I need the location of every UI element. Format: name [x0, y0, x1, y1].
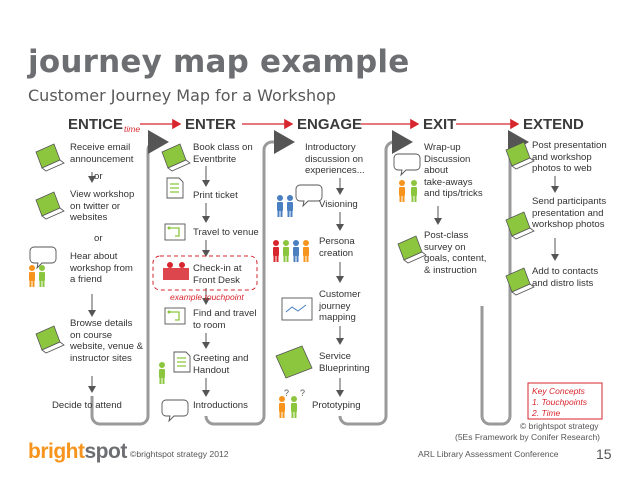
person-icon-3 [159, 362, 165, 384]
handout-icon [173, 351, 191, 373]
person-icon-8 [293, 240, 299, 262]
step-travel: Travel to venue [193, 227, 259, 238]
person-icon-4 [277, 195, 283, 217]
person-icon-5 [287, 195, 293, 217]
footer-conference: ARL Library Assessment Conference [418, 449, 559, 459]
person-icon-11 [291, 396, 297, 418]
laptop-icon [35, 143, 65, 172]
person-icon-2 [39, 265, 45, 287]
svg-text:?: ? [300, 388, 305, 398]
stage-entice: ENTICE [68, 116, 124, 133]
key-concept-1: 1. Touchpoints [532, 397, 587, 407]
laptop-icon-4 [161, 143, 191, 172]
footer-copyright: ©brightspot strategy 2012 [130, 449, 229, 459]
svg-text:?: ? [284, 388, 289, 398]
or-label: or [94, 171, 103, 182]
step-find-room: Find and travel to room [193, 308, 257, 331]
step-visioning: Visioning [319, 199, 358, 210]
step-introductions: Introductions [193, 400, 248, 411]
speech-bubble-icon [29, 246, 57, 269]
key-concepts-box [527, 382, 603, 420]
page-number: 15 [596, 446, 612, 462]
brightspot-logo: brightspot [28, 440, 127, 463]
key-concept-2: 2. Time [532, 408, 561, 418]
stage-enter: ENTER [185, 116, 236, 133]
person-icon [29, 265, 35, 287]
step-checkin: Check-in at Front Desk [193, 263, 242, 286]
laptop-icon-3 [35, 325, 65, 354]
step-browse-details: Browse details on course website, venue … [70, 318, 144, 364]
page-subtitle: Customer Journey Map for a Workshop [28, 86, 337, 105]
person-icon-10 [279, 396, 285, 418]
step-post-presentation: Post presentation and workshop photos to… [532, 140, 607, 175]
step-book-class: Book class on Eventbrite [193, 142, 253, 165]
route-icon [164, 223, 186, 241]
route-icon-2 [164, 307, 186, 325]
stage-exit: EXIT [423, 116, 457, 133]
key-concepts-heading: Key Concepts [532, 386, 585, 396]
page-title: journey map example [28, 44, 410, 80]
blueprint-icon [275, 345, 313, 379]
step-greeting: Greeting and Handout [193, 353, 249, 376]
flow-path-1 [90, 130, 169, 426]
person-icon-9 [303, 240, 309, 262]
step-persona: Persona creation [319, 236, 355, 259]
step-intro-discussion: Introductory discussion on experiences..… [305, 142, 365, 177]
front-desk-icon [163, 268, 189, 280]
journey-map-icon [281, 297, 313, 321]
touchpoint-label: example touchpoint [170, 292, 244, 302]
step-receive-email: Receive email announcement [70, 142, 134, 165]
brightspot-credit: © brightspot strategy [520, 421, 599, 431]
step-wrapup: Wrap-up Discussion about take-aways and … [424, 142, 483, 200]
speech-bubble-icon-2 [161, 399, 189, 422]
step-decide: Decide to attend [52, 400, 122, 411]
stage-engage: ENGAGE [297, 116, 363, 133]
person-icon-6 [273, 240, 279, 262]
step-send-participants: Send participants presentation and works… [532, 196, 607, 231]
flow-path-4 [480, 130, 529, 426]
person-icon-7 [283, 240, 289, 262]
laptop-icon-2 [35, 191, 65, 220]
flow-path-2 [204, 130, 295, 426]
stage-extend: EXTEND [523, 116, 584, 133]
step-print-ticket: Print ticket [193, 190, 238, 201]
framework-credit: (5Es Framework by Conifer Research) [455, 432, 601, 442]
time-label: time [124, 124, 141, 134]
speech-bubble-icon-4 [393, 153, 421, 176]
or-label-2: or [94, 233, 103, 244]
step-service-blueprint: Service Blueprinting [319, 351, 370, 374]
laptop-icon-5 [397, 235, 427, 264]
ticket-icon [166, 177, 184, 199]
touchpoint-box [152, 255, 258, 291]
step-survey: Post-class survey on goals, content, & i… [424, 230, 487, 276]
person-icon-13 [411, 180, 417, 202]
flow-path-3 [338, 130, 413, 426]
person-icon-12 [399, 180, 405, 202]
step-add-contacts: Add to contacts and distro lists [532, 266, 599, 289]
step-customer-journey: Customer journey mapping [319, 289, 361, 324]
step-view-workshop: View workshop on twitter or websites [70, 189, 135, 224]
step-hear-about: Hear about workshop from a friend [70, 251, 133, 286]
step-prototyping: Prototyping [312, 400, 361, 411]
